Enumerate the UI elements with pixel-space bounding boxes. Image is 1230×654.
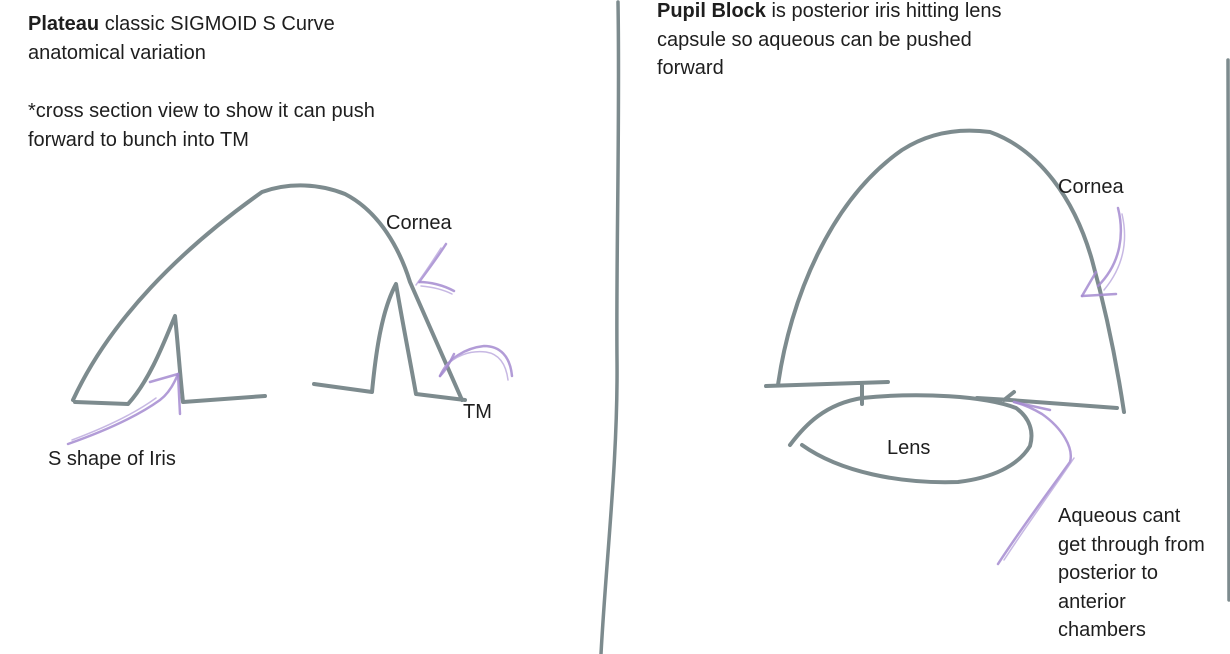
left-iris-sigmoid-right (312, 282, 467, 402)
lens-label: Lens (887, 437, 931, 459)
right-edge-line (1226, 58, 1230, 602)
right-cornea-arrow (1080, 206, 1126, 298)
lens-outline (788, 393, 1034, 485)
left-cornea-arc (71, 183, 464, 402)
right-cornea-arc (776, 128, 1126, 414)
left-cornea-arrow (415, 242, 456, 295)
right-heading-bold: Pupil Block (657, 0, 766, 22)
left-tm-label: TM (463, 401, 492, 423)
left-cornea-label: Cornea (386, 212, 452, 234)
left-iris-sigmoid-left (73, 314, 267, 406)
left-tm-arrow (438, 344, 514, 381)
left-iris-arrow (66, 372, 182, 446)
right-heading-text: is posterior iris hitting lens capsule s… (657, 0, 1002, 79)
panel-divider (599, 0, 621, 654)
left-heading: Plateau classic SIGMOID S Curve anatomic… (28, 10, 588, 67)
left-heading-bold: Plateau (28, 13, 100, 35)
right-aqueous-arrow (996, 400, 1075, 566)
right-heading: Pupil Block is posterior iris hitting le… (657, 0, 1197, 83)
left-heading-text: classic SIGMOID S Curve anatomical varia… (28, 13, 335, 64)
right-cornea-label: Cornea (1058, 176, 1124, 198)
left-cross-section-note: *cross section view to show it can push … (28, 100, 375, 151)
aqueous-note: Aqueous cant get through from posterior … (1058, 505, 1205, 641)
left-iris-label: S shape of Iris (48, 448, 176, 470)
right-iris-right (975, 390, 1119, 410)
right-iris-left (764, 380, 890, 406)
